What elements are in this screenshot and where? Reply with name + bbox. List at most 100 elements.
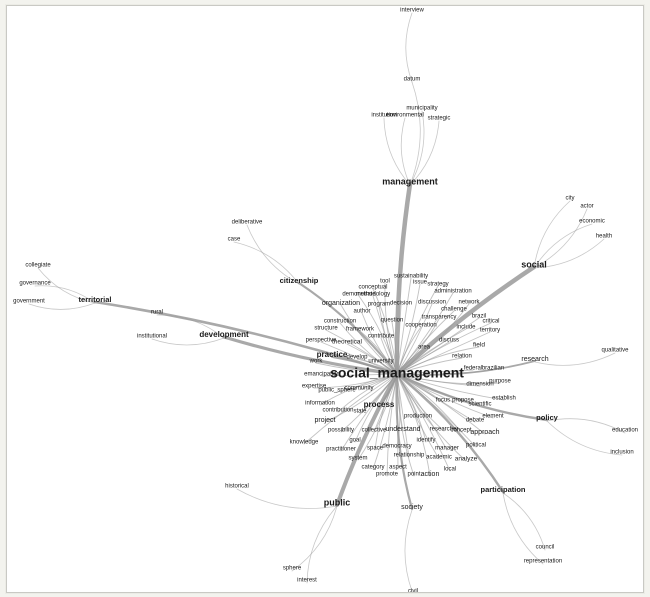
- edge-society: [395, 372, 414, 511]
- node-label-federal: federal: [464, 366, 482, 372]
- node-label-institutional: institutional: [137, 334, 167, 340]
- edge-relation: [396, 357, 463, 375]
- node-label-project: project: [314, 417, 335, 424]
- edge-relationship: [396, 373, 410, 458]
- node-label-challenge: challenge: [441, 307, 467, 313]
- edge-qualitative: [534, 352, 616, 366]
- edge-interest: [306, 505, 338, 584]
- node-label-inclusion: inclusion: [610, 450, 633, 456]
- edge-actor: [533, 208, 588, 269]
- node-label-space: space: [367, 446, 384, 452]
- node-label-historical: historical: [225, 484, 249, 490]
- node-label-governance: governance: [19, 281, 51, 287]
- node-label-issue: issue: [413, 280, 428, 286]
- edge-institution: [383, 117, 411, 186]
- node-label-manager: manager: [435, 446, 459, 452]
- node-label-construction: construction: [324, 319, 356, 325]
- node-label-social: social: [521, 259, 547, 269]
- node-label-case: case: [228, 237, 241, 243]
- edge-city: [533, 200, 571, 269]
- edge-development: [222, 335, 399, 376]
- edge-participation: [395, 372, 505, 494]
- label-layer: interviewdatuminstitutionmunicipalityenv…: [13, 8, 638, 592]
- node-label-possibility: possibility: [328, 428, 354, 434]
- node-label-interview: interview: [400, 8, 424, 14]
- node-label-collegiate: collegiate: [25, 263, 51, 269]
- edge-government: [28, 302, 96, 310]
- edge-municipality: [409, 110, 425, 186]
- node-label-develop: develop: [346, 355, 368, 361]
- edge-social: [394, 264, 537, 377]
- node-label-datum: datum: [404, 77, 421, 83]
- edge-governance: [34, 285, 96, 304]
- edge-case: [233, 241, 300, 285]
- node-label-point: point: [407, 472, 420, 478]
- node-label-brazil: brazil: [472, 314, 486, 320]
- node-label-field: field: [473, 342, 485, 349]
- edge-program: [378, 305, 398, 375]
- edge-health: [533, 238, 605, 269]
- edge-project: [324, 373, 398, 423]
- node-label-actor: actor: [580, 204, 593, 210]
- edge-action: [396, 373, 431, 477]
- edge-analyze: [396, 373, 467, 462]
- node-label-framework: framework: [346, 327, 375, 333]
- node-label-information: information: [305, 401, 335, 407]
- node-label-discuss: discuss: [439, 338, 459, 344]
- edge-deliberative: [246, 224, 300, 285]
- node-label-collective: collective: [362, 428, 387, 434]
- node-label-university: university: [368, 359, 393, 365]
- edge-critical: [396, 322, 492, 375]
- node-label-dimension: dimension: [466, 382, 493, 388]
- node-label-practice: practice: [317, 350, 348, 359]
- edge-cooperation: [396, 326, 422, 375]
- node-label-deliberative: deliberative: [232, 220, 263, 226]
- node-label-system: system: [348, 456, 367, 462]
- edge-civil: [404, 509, 413, 592]
- edge-decision: [396, 304, 402, 375]
- node-label-production: production: [404, 414, 432, 420]
- node-label-area: area: [418, 345, 431, 351]
- word-network-graph: interviewdatuminstitutionmunicipalityenv…: [13, 8, 638, 592]
- node-label-purpose: purpose: [489, 379, 511, 385]
- edge-rural: [156, 314, 225, 339]
- node-label-interest: interest: [297, 578, 317, 584]
- node-label-approach: approach: [470, 429, 499, 436]
- node-label-economic: economic: [579, 219, 605, 225]
- node-label-society: society: [401, 504, 423, 511]
- edge-approach: [396, 373, 486, 435]
- node-label-program: program: [368, 302, 390, 308]
- edge-collegiate: [37, 267, 96, 304]
- node-label-debate: debate: [466, 418, 485, 424]
- edge-layer: [28, 12, 626, 592]
- node-label-aspect: aspect: [389, 465, 407, 471]
- node-label-public: public: [324, 497, 351, 507]
- edge-question: [391, 321, 398, 375]
- node-label-qualitative: qualitative: [601, 348, 629, 354]
- node-label-policy: policy: [536, 413, 559, 422]
- node-label-identify: identify: [416, 438, 435, 444]
- edge-purpose: [396, 373, 501, 385]
- node-label-education: education: [612, 428, 638, 434]
- node-label-relation: relation: [452, 354, 472, 360]
- node-label-territorial: territorial: [79, 295, 112, 304]
- node-label-sustainability: sustainability: [394, 274, 428, 280]
- node-label-academic: academic: [426, 455, 452, 461]
- node-label-citizenship: citizenship: [280, 276, 319, 285]
- node-label-analyze: analyze: [455, 456, 478, 463]
- edge-institutional: [151, 337, 225, 346]
- node-label-practitioner: practitioner: [326, 447, 356, 453]
- edge-sustainability: [396, 277, 412, 375]
- node-label-rural: rural: [151, 310, 163, 316]
- node-label-representation: representation: [524, 559, 562, 565]
- node-label-knowledge: knowledge: [290, 440, 319, 446]
- node-label-environmental: environmental: [386, 113, 424, 119]
- edge-system: [357, 373, 398, 461]
- edge-field: [396, 346, 480, 375]
- node-label-category: category: [361, 465, 384, 471]
- edge-research: [396, 360, 536, 376]
- node-label-strategic: strategic: [428, 116, 451, 122]
- node-label-theoretical: theoretical: [332, 339, 363, 346]
- edge-citizenship: [297, 281, 399, 376]
